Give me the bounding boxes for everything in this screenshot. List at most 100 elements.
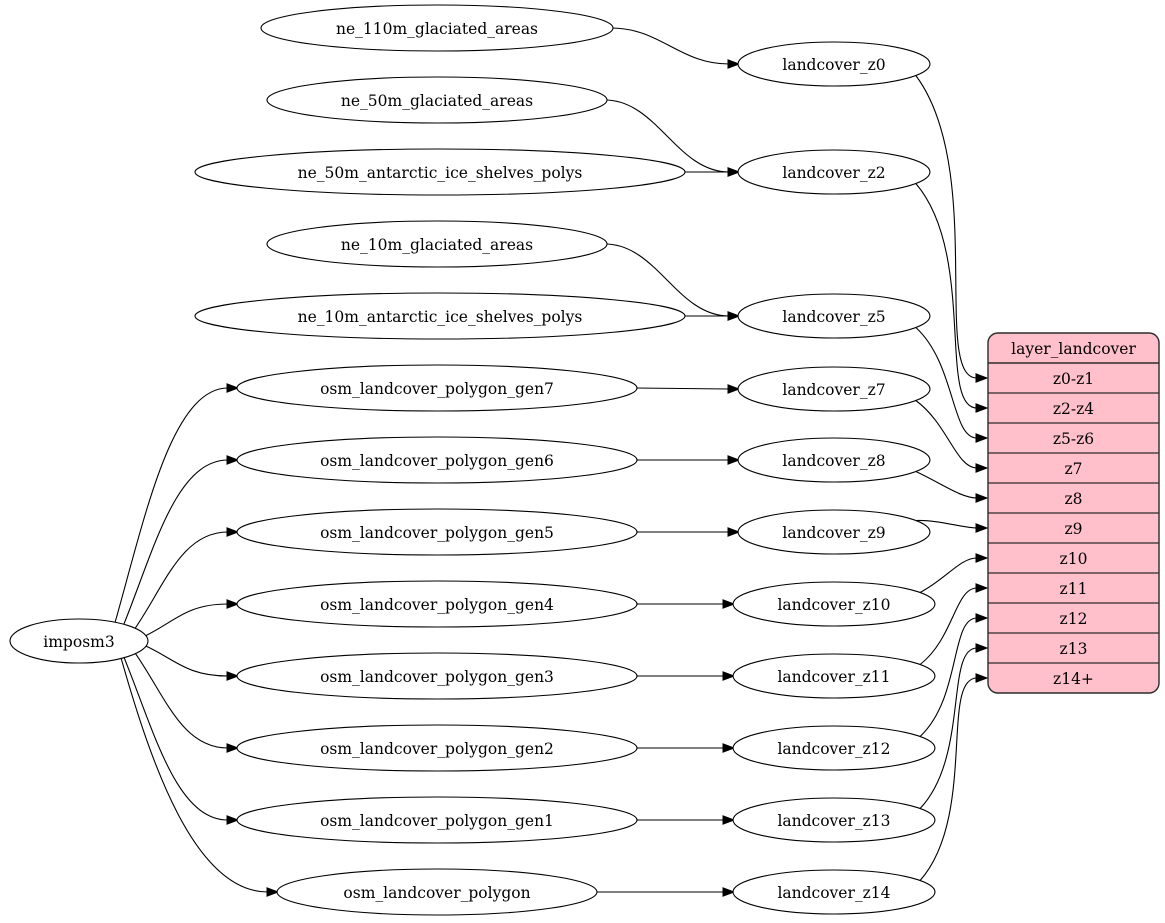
node-label: ne_50m_antarctic_ice_shelves_polys: [298, 164, 583, 182]
node-osm_landcover_polygon_gen1[interactable]: osm_landcover_polygon_gen1: [236, 796, 638, 844]
landcover-node-ellipse: [732, 869, 936, 915]
edge-arrowhead: [722, 599, 736, 609]
edge-arrowhead: [975, 553, 989, 563]
table-row-z11[interactable]: z11: [988, 572, 1159, 603]
edge-osm_landcover_polygon_gen7-to-landcover_z7: [634, 387, 730, 390]
edge-imposm3-to-osm_landcover_polygon_gen4: [144, 603, 229, 637]
edge-landcover_z10-to-layer_landcover-z10: [919, 557, 978, 593]
node-landcover_z0[interactable]: landcover_z0: [737, 41, 931, 87]
natural-earth-node-ellipse: [194, 292, 686, 340]
edge-arrowhead: [727, 59, 741, 69]
table-row-z13[interactable]: z13: [988, 632, 1159, 663]
edge-arrowhead: [975, 583, 989, 593]
edge-arrowhead: [722, 887, 736, 897]
node-label: landcover_z11: [777, 668, 890, 686]
node-label: osm_landcover_polygon_gen3: [320, 668, 554, 686]
table-row-z0-z1[interactable]: z0-z1: [988, 363, 1159, 393]
table-row-z8[interactable]: z8: [988, 482, 1159, 513]
node-label: landcover_z0: [782, 56, 885, 74]
node-osm_landcover_polygon[interactable]: osm_landcover_polygon: [276, 868, 598, 916]
table-row-z7[interactable]: z7: [988, 452, 1159, 483]
node-landcover_z7[interactable]: landcover_z7: [737, 366, 931, 412]
table-row-z14plus[interactable]: z14+: [988, 662, 1159, 693]
edge-landcover_z0-to-layer_landcover-z0-z1: [915, 75, 978, 379]
edge-ne_110m_glaciated_areas-to-landcover_z0: [610, 27, 730, 65]
table-row-z5-z6[interactable]: z5-z6: [988, 422, 1159, 453]
landcover-node-ellipse: [737, 437, 931, 483]
natural-earth-node-ellipse: [194, 148, 686, 196]
table-row-z10[interactable]: z10: [988, 542, 1159, 573]
node-landcover_z14[interactable]: landcover_z14: [732, 869, 936, 915]
edge-arrowhead: [226, 455, 240, 465]
node-landcover_z12[interactable]: landcover_z12: [732, 725, 936, 771]
node-ne_10m_glaciated_areas[interactable]: ne_10m_glaciated_areas: [266, 220, 608, 268]
node-label: landcover_z8: [782, 452, 885, 470]
node-landcover_z13[interactable]: landcover_z13: [732, 797, 936, 843]
edge-arrowhead: [975, 493, 989, 503]
node-osm_landcover_polygon_gen6[interactable]: osm_landcover_polygon_gen6: [236, 436, 638, 484]
node-osm_landcover_polygon_gen7[interactable]: osm_landcover_polygon_gen7: [236, 364, 638, 412]
table-row-label: z14+: [1053, 670, 1094, 688]
edge-arrowhead: [226, 671, 240, 681]
edge-arrowhead: [975, 613, 989, 623]
edge-arrowhead: [226, 527, 240, 537]
node-label: osm_landcover_polygon: [343, 884, 530, 902]
edge-arrowhead: [975, 643, 989, 653]
node-landcover_z11[interactable]: landcover_z11: [732, 653, 936, 699]
source-node-ellipse: [9, 618, 149, 664]
node-label: ne_10m_glaciated_areas: [341, 236, 533, 254]
table-row-z12[interactable]: z12: [988, 602, 1159, 633]
osm-node-ellipse: [236, 364, 638, 412]
edge-arrowhead: [727, 384, 741, 394]
node-ne_50m_glaciated_areas[interactable]: ne_50m_glaciated_areas: [266, 76, 608, 124]
natural-earth-node-ellipse: [266, 220, 608, 268]
table-row-z9[interactable]: z9: [988, 512, 1159, 543]
edge-landcover_z9-to-layer_landcover-z9: [915, 519, 978, 529]
osm-node-ellipse: [236, 436, 638, 484]
edge-arrowhead: [226, 383, 240, 393]
edge-arrowhead: [727, 311, 741, 321]
natural-earth-node-ellipse: [260, 4, 614, 52]
node-label: imposm3: [43, 633, 114, 651]
edge-arrowhead: [722, 671, 736, 681]
node-label: landcover_z14: [777, 884, 890, 902]
node-label: osm_landcover_polygon_gen6: [320, 452, 554, 470]
edge-arrowhead: [975, 403, 989, 413]
node-landcover_z5[interactable]: landcover_z5: [737, 293, 931, 339]
node-osm_landcover_polygon_gen5[interactable]: osm_landcover_polygon_gen5: [236, 508, 638, 556]
edge-arrowhead: [975, 433, 989, 443]
edge-imposm3-to-osm_landcover_polygon_gen1: [123, 656, 229, 821]
node-label: osm_landcover_polygon_gen4: [320, 596, 554, 614]
node-label: osm_landcover_polygon_gen5: [320, 524, 554, 542]
landcover-node-ellipse: [737, 509, 931, 555]
table-row-label: z13: [1060, 640, 1088, 658]
edge-arrowhead: [226, 815, 240, 825]
node-osm_landcover_polygon_gen3[interactable]: osm_landcover_polygon_gen3: [236, 652, 638, 700]
node-label: landcover_z2: [782, 164, 885, 182]
node-osm_landcover_polygon_gen4[interactable]: osm_landcover_polygon_gen4: [236, 580, 638, 628]
landcover-node-ellipse: [737, 41, 931, 87]
node-landcover_z2[interactable]: landcover_z2: [737, 149, 931, 195]
node-landcover_z10[interactable]: landcover_z10: [732, 581, 936, 627]
node-landcover_z8[interactable]: landcover_z8: [737, 437, 931, 483]
edge-arrowhead: [727, 455, 741, 465]
node-osm_landcover_polygon_gen2[interactable]: osm_landcover_polygon_gen2: [236, 724, 638, 772]
osm-node-ellipse: [236, 724, 638, 772]
osm-node-ellipse: [236, 580, 638, 628]
node-ne_110m_glaciated_areas[interactable]: ne_110m_glaciated_areas: [260, 4, 614, 52]
node-ne_10m_antarctic_ice_shelves_polys[interactable]: ne_10m_antarctic_ice_shelves_polys: [194, 292, 686, 340]
landcover-node-ellipse: [732, 797, 936, 843]
node-imposm3[interactable]: imposm3: [9, 618, 149, 664]
edge-arrowhead: [727, 527, 741, 537]
edge-landcover_z7-to-layer_landcover-z7: [915, 400, 978, 469]
node-landcover_z9[interactable]: landcover_z9: [737, 509, 931, 555]
table-row-z2-z4[interactable]: z2-z4: [988, 392, 1159, 423]
landcover-node-ellipse: [732, 581, 936, 627]
node-ne_50m_antarctic_ice_shelves_polys[interactable]: ne_50m_antarctic_ice_shelves_polys: [194, 148, 686, 196]
edge-arrowhead: [722, 743, 736, 753]
node-label: landcover_z13: [777, 812, 890, 830]
table-row-label: z8: [1064, 490, 1082, 508]
node-label: landcover_z9: [782, 524, 885, 542]
edge-arrowhead: [266, 887, 280, 897]
node-label: ne_50m_glaciated_areas: [341, 92, 533, 110]
